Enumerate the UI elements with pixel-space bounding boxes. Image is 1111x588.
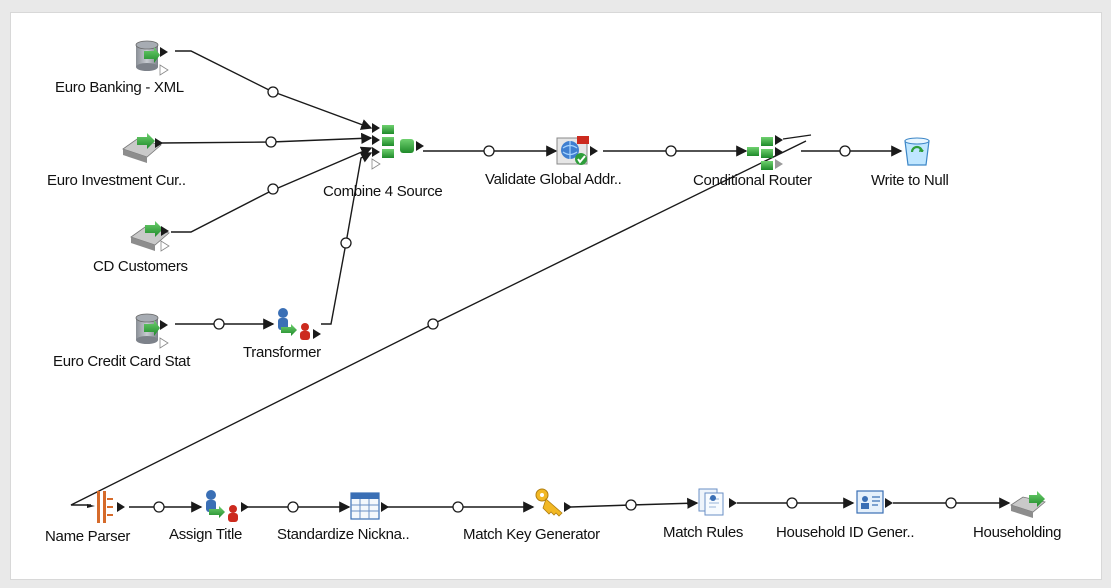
node-label-assign-title: Assign Title <box>169 526 243 543</box>
node-label-householding: Householding <box>973 524 1062 541</box>
connectors <box>70 50 1011 513</box>
node-label-router: Conditional Router <box>693 172 812 189</box>
connector-cd-customers-combine <box>171 146 373 233</box>
globe-check-icon[interactable] <box>556 136 598 165</box>
node-label-match-rules: Match Rules <box>663 524 744 541</box>
node-label-standardize: Standardize Nickna.. <box>277 526 410 543</box>
transformer-icon[interactable] <box>206 490 249 522</box>
node-label-transformer: Transformer <box>243 344 321 361</box>
id-card-icon[interactable] <box>856 490 893 514</box>
connector-euro-banking-combine <box>175 50 373 130</box>
table-icon[interactable] <box>350 492 389 520</box>
file-reader-icon[interactable] <box>130 221 170 252</box>
node-label-cd-customers: CD Customers <box>93 258 188 275</box>
node-label-euro-banking: Euro Banking - XML <box>55 79 184 96</box>
database-icon[interactable] <box>135 40 169 76</box>
connector-points <box>153 86 957 513</box>
documents-icon[interactable] <box>698 488 737 516</box>
transformer-icon[interactable] <box>278 308 321 340</box>
parser-icon[interactable] <box>87 491 125 523</box>
key-icon[interactable] <box>535 488 572 517</box>
connector-router-nameparser <box>70 140 807 506</box>
dataflow-canvas[interactable]: Euro Banking - XML Euro Investment Cur..… <box>10 12 1102 580</box>
file-reader-icon[interactable] <box>122 133 163 163</box>
combine-icon[interactable] <box>371 123 424 170</box>
router-icon[interactable] <box>747 134 812 170</box>
recycle-bin-icon[interactable] <box>904 137 930 166</box>
node-label-match-key: Match Key Generator <box>463 526 600 543</box>
node-label-combine: Combine 4 Source <box>323 183 443 200</box>
node-label-validate: Validate Global Addr.. <box>485 171 622 188</box>
node-label-household-id: Household ID Gener.. <box>776 524 915 541</box>
node-label-euro-credit: Euro Credit Card Stat <box>53 353 191 370</box>
node-label-name-parser: Name Parser <box>45 528 131 545</box>
node-label-euro-investment: Euro Investment Cur.. <box>47 172 186 189</box>
database-icon[interactable] <box>135 313 169 349</box>
file-writer-icon[interactable] <box>1010 491 1046 518</box>
dataflow-diagram <box>70 40 1046 523</box>
node-label-write-null: Write to Null <box>871 172 949 189</box>
